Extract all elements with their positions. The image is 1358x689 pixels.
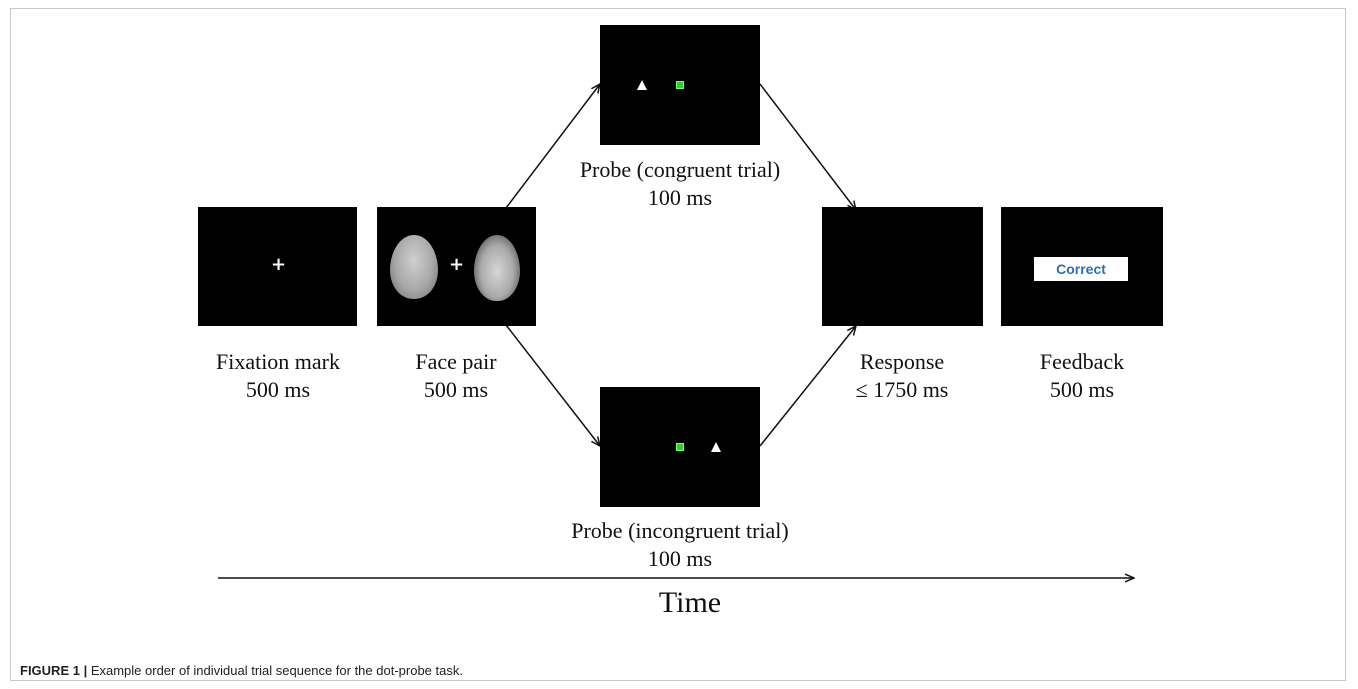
response-screen [822,207,983,326]
feedback-label: Feedback 500 ms [982,348,1182,404]
fixation-label: Fixation mark 500 ms [178,348,378,404]
feedback-duration: 500 ms [1049,377,1115,402]
caption-label: FIGURE 1 | [20,663,88,678]
arrow-incongruent-to-response [759,326,856,447]
baby-face-icon [390,235,438,299]
face-pair-label: Face pair 500 ms [356,348,556,404]
fixation-duration: 500 ms [245,377,311,402]
triangle-probe-icon [637,80,647,90]
face-pair-title: Face pair [415,349,497,374]
probe-incongruent-label: Probe (incongruent trial) 100 ms [520,517,840,573]
fixation-cross-icon: + [271,254,287,275]
adult-face-icon [474,235,520,301]
probe-congruent-duration: 100 ms [647,185,713,210]
face-pair-duration: 500 ms [423,377,489,402]
arrow-congruent-to-response [759,83,856,210]
feedback-correct-text: Correct [1034,257,1128,281]
triangle-probe-icon [711,442,721,452]
fixation-screen [198,207,357,326]
arrow-face-to-congruent [505,84,600,209]
fixation-title: Fixation mark [215,349,341,374]
caption-text: Example order of individual trial sequen… [87,663,463,678]
probe-dot-icon [676,81,684,89]
probe-congruent-title: Probe (congruent trial) [579,157,781,182]
response-duration: ≤ 1750 ms [855,377,949,402]
probe-incongruent-duration: 100 ms [647,546,713,571]
response-title: Response [859,349,945,374]
probe-congruent-label: Probe (congruent trial) 100 ms [520,156,840,212]
time-axis-label: Time [658,586,722,619]
probe-incongruent-title: Probe (incongruent trial) [571,518,789,543]
arrow-face-to-incongruent [505,324,600,446]
face-pair-cross-icon: + [449,254,465,275]
feedback-title: Feedback [1039,349,1125,374]
figure-caption: FIGURE 1 | Example order of individual t… [20,663,463,678]
response-label: Response ≤ 1750 ms [802,348,1002,404]
probe-dot-icon [676,443,684,451]
